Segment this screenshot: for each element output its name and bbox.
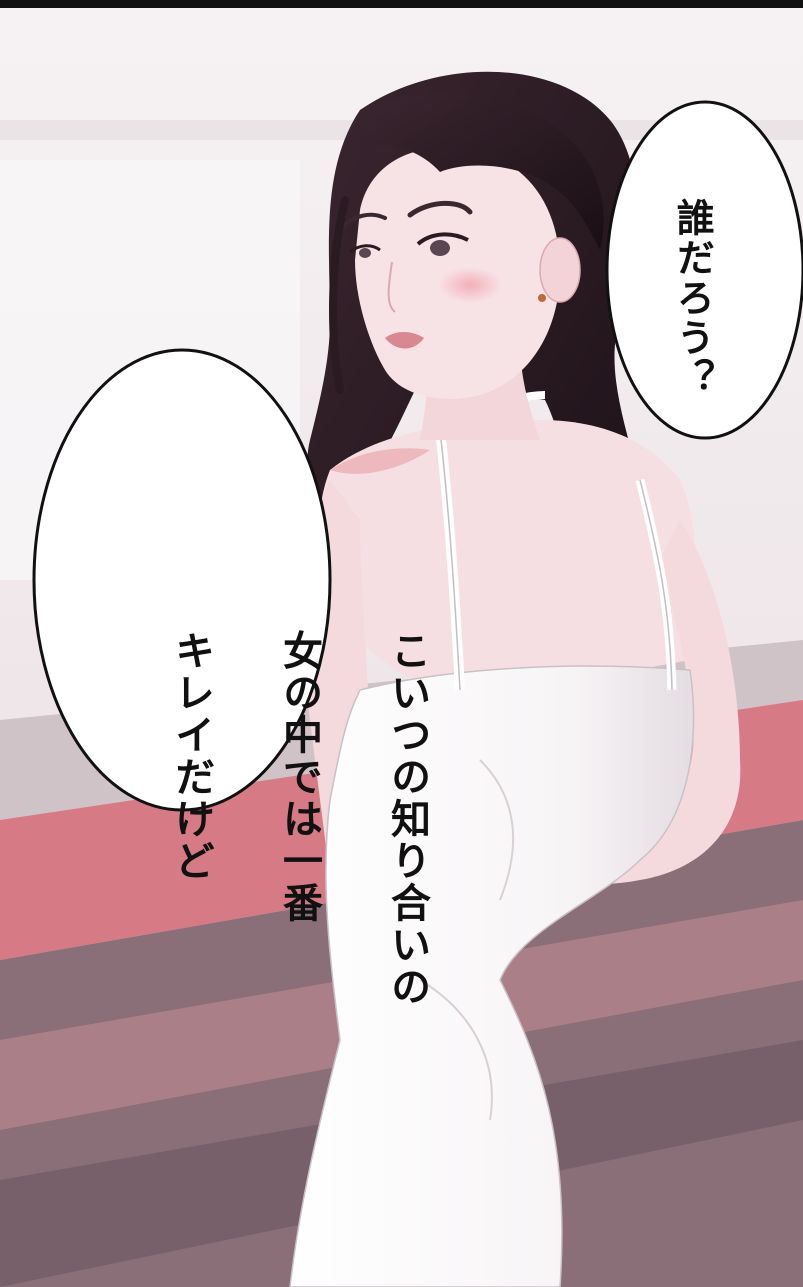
speech-line: 女の中では一番 (276, 630, 322, 924)
white-dress (289, 665, 695, 1287)
right-eye (416, 232, 469, 246)
dress-fold (479, 759, 515, 901)
speech-line: こいつの知り合いの (384, 630, 430, 1008)
speech-text-left: こいつの知り合いの 女の中では一番 キレイだけど (110, 438, 488, 1008)
panel-border (0, 0, 803, 8)
back-skin (319, 420, 697, 700)
right-strap-edge (639, 479, 673, 691)
nose (387, 261, 396, 313)
lips (385, 332, 424, 349)
earring (538, 294, 546, 302)
left-eye (349, 244, 381, 254)
ear (539, 237, 581, 303)
left-eyebrow (340, 212, 387, 230)
speech-bubble-right (605, 100, 803, 440)
cheek-blush (438, 267, 502, 303)
right-iris (430, 240, 450, 256)
speech-text-right: 誰だろう？ (670, 198, 715, 398)
shoulder-shading (330, 448, 430, 474)
hair-strand (329, 196, 349, 394)
speech-line: キレイだけど (168, 630, 214, 882)
left-strap-edge (439, 429, 461, 691)
hair-front (360, 93, 604, 250)
speech-bubble-left (32, 348, 332, 812)
left-iris (359, 248, 371, 258)
dress-fold (419, 979, 493, 1121)
right-eyebrow (407, 200, 473, 218)
